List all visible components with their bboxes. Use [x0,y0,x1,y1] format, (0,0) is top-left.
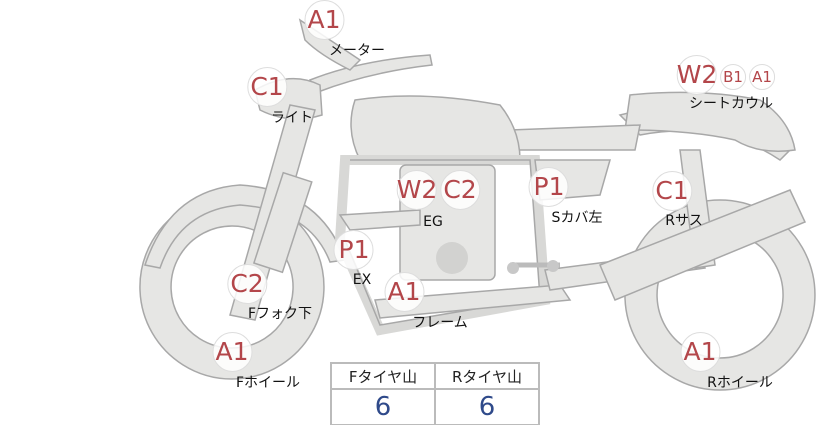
engine-grade-2: C2 [443,175,477,204]
rear-wheel-grade: A1 [683,337,717,366]
engine-grade-1: W2 [396,175,438,204]
meter-grade: A1 [307,5,341,34]
front-fork-lower-label: Fフォク下 [247,306,313,322]
engine-label: EG [423,214,443,230]
rear-tire-header: Rタイヤ山 [434,362,540,390]
side-cover-left-label: Sカバ左 [551,210,603,226]
front-wheel-label: Fホイール [235,375,301,391]
exhaust-label: EX [352,272,372,288]
side-cover-left-grade: P1 [533,172,565,201]
light-label: ライト [271,110,313,126]
rear-wheel-label: Rホイール [707,375,773,391]
rear-suspension-label: Rサス [665,213,703,229]
front-wheel-grade: A1 [215,337,249,366]
exhaust-grade: P1 [338,235,370,264]
seat-cowl-grade-1: W2 [676,60,718,89]
front-tire-value: 6 [330,388,436,425]
light-grade: C1 [250,72,284,101]
rear-tire-value: 6 [434,388,540,425]
meter-label: メーター [329,43,385,59]
rear-suspension-grade: C1 [655,176,689,205]
seat-cowl-grade-2: B1 [723,68,743,86]
seat-cowl-label: シートカウル [689,96,773,112]
frame-grade: A1 [387,277,421,306]
front-fork-lower-grade: C2 [230,269,264,298]
frame-label: フレーム [412,315,468,331]
front-tire-header: Fタイヤ山 [330,362,436,390]
tire-tread-table: Fタイヤ山 Rタイヤ山 6 6 [330,362,540,425]
seat-cowl-grade-3: A1 [752,68,772,86]
